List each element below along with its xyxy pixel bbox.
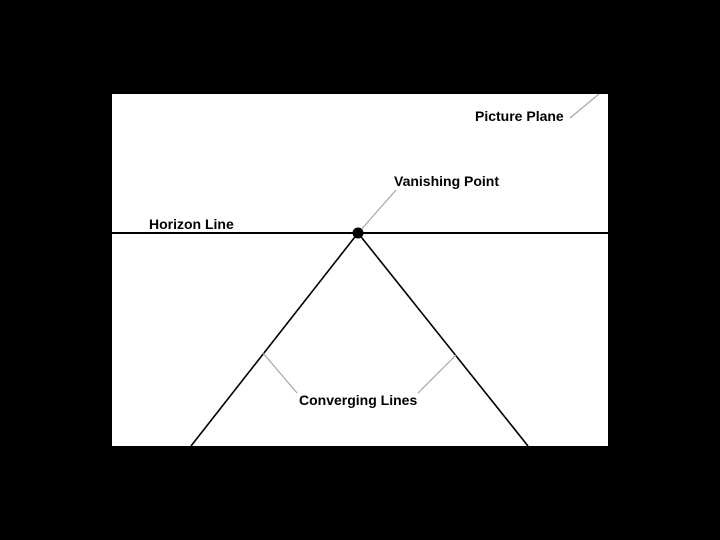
picture-plane-label: Picture Plane <box>475 108 564 124</box>
vanishing-point-leader-line <box>358 189 397 233</box>
converging-line-right <box>357 232 529 446</box>
converging-lines-leader-line-left <box>262 352 298 394</box>
vanishing-point-dot <box>352 227 364 239</box>
converging-lines-leader-line-right <box>417 354 457 394</box>
converging-line-left <box>190 232 359 446</box>
picture-plane-leader-line <box>569 94 600 119</box>
picture-plane-area: Horizon Line Vanishing Point Picture Pla… <box>112 94 608 446</box>
converging-lines-label: Converging Lines <box>299 392 418 408</box>
horizon-line-label: Horizon Line <box>149 216 234 232</box>
vanishing-point-label: Vanishing Point <box>394 173 500 189</box>
perspective-diagram <box>112 94 608 446</box>
